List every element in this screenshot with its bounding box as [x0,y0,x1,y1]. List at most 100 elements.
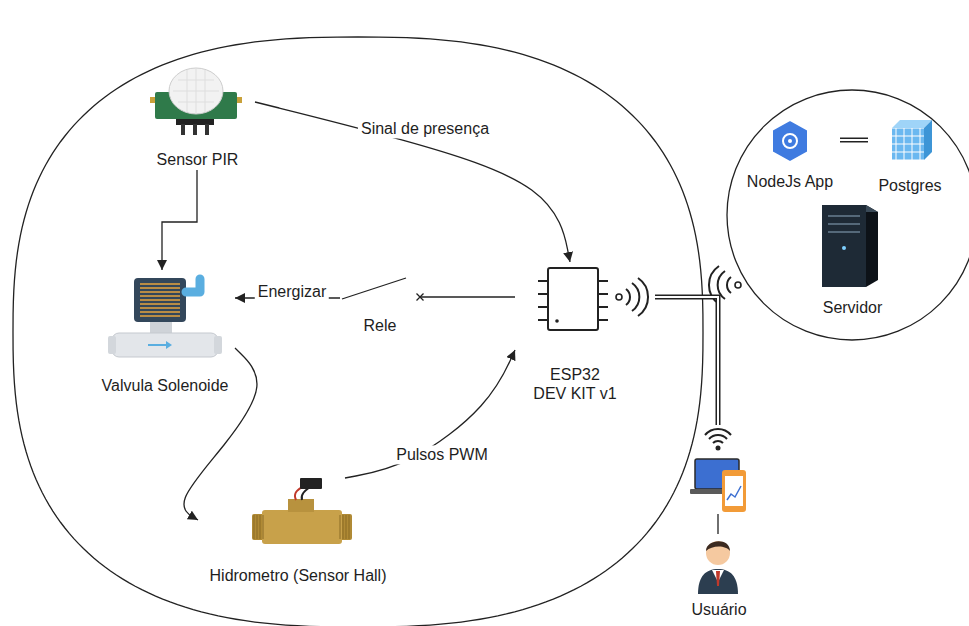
node-label: NodeJs App [747,172,833,191]
controller-node: ESP32 DEV KIT v1 [515,262,655,404]
nodejs-icon [788,139,792,143]
coil-windings [140,295,180,296]
database-node: Postgres [868,118,952,196]
solenoid-valve-icon [108,278,222,357]
connector-line [840,138,868,143]
server-node: Servidor [805,198,900,318]
relay-switch-symbol [342,278,406,299]
postgres-icon [924,120,932,160]
flow-meter-icon [252,478,352,544]
pipe-threads [343,515,344,539]
node-label: Postgres [878,176,941,195]
wireless-link [655,297,718,425]
pipe-threads [254,515,349,539]
pir-sensor-icon [193,124,197,135]
server-boundary [727,90,969,340]
signal-connector [420,297,515,298]
pipe-threads [254,515,255,539]
signal-connector [184,348,257,520]
solenoid-valve-icon [166,341,172,349]
pir-sensor-icon [150,68,242,135]
wireless-link [840,140,868,141]
coil-windings [140,299,180,300]
wifi-waves-icon [735,282,741,288]
wifi-waves-icon [616,294,622,300]
flow-meter-icon [262,510,342,544]
wifi-waves-icon [626,278,648,316]
connector-line [255,102,570,262]
pipe-threads [263,515,264,539]
user-icon [725,476,743,506]
connector-line [655,297,718,425]
flow-meter-icon [288,499,314,512]
user-icon [717,514,718,534]
connector-line [840,139,868,141]
coil-windings [140,283,180,284]
solenoid-valve-icon [214,336,222,354]
relay-node: Rele [340,270,420,336]
solenoid-valve-icon [112,333,218,357]
pir-sensor-icon [205,124,209,135]
user-icon [722,470,746,512]
esp32-chip-icon [555,319,559,323]
user-icon [706,541,730,565]
coil-windings [140,303,180,304]
coil-windings [140,287,180,288]
server-icon [842,246,846,250]
server-icon [822,205,878,287]
connector-line [184,348,257,520]
connector-line [655,297,718,425]
node-label: ESP32 DEV KIT v1 [532,365,618,403]
nodejs-icon [783,134,797,148]
coil-windings [140,307,180,308]
user-icon [706,541,730,551]
node-label: Sensor PIR [157,150,239,169]
solenoid-valve-icon [186,279,200,292]
node-label: Valvula Solenoide [102,376,229,395]
flow-meter-node: Hidrometro (Sensor Hall) [198,478,398,586]
user-icon [727,486,741,500]
pipe-threads [260,515,261,539]
solenoid-valve-icon [134,278,186,322]
flow-meter-icon [300,478,322,489]
user-icon [698,569,738,594]
coil-windings [140,315,180,316]
postgres-icon [892,128,924,160]
coil-windings [140,311,180,312]
flow-meter-icon [338,514,352,540]
node-label: Servidor [823,298,883,317]
coil-windings [140,291,180,292]
esp32-chip-icon [548,268,598,330]
signal-connector [162,170,197,270]
signal-connector [345,350,515,478]
user-icon [716,446,721,451]
signal-connector [255,102,570,262]
pir-sensor-icon [181,124,185,135]
edge-label: Pulsos PWM [393,445,491,464]
server-icon [822,205,866,287]
server-icon [866,205,878,287]
user-icon [690,429,746,594]
esp32-chip-icon [538,268,608,330]
user-icon [705,429,731,443]
edge-label: Sinal de presença [358,119,492,138]
pir-sensor-icon [169,68,223,114]
connector-line [345,350,515,478]
connector-line [162,170,197,270]
wifi-waves-icon [616,278,648,316]
server-icon [828,216,860,232]
pipe-threads [349,515,350,539]
node-label: Hidrometro (Sensor Hall) [210,566,387,585]
postgres-icon [892,120,932,160]
valve-node: Valvula Solenoide [95,270,235,396]
pipe-threads [346,515,347,539]
pipe-threads [257,515,258,539]
node-label: Rele [364,316,397,335]
solenoid-valve-icon [108,336,116,354]
node-label: Usuário [691,600,746,619]
coil-windings [140,284,180,316]
device-boundary [13,37,703,626]
nodejs-icon [772,120,808,162]
relay-switch-symbol [342,278,406,299]
